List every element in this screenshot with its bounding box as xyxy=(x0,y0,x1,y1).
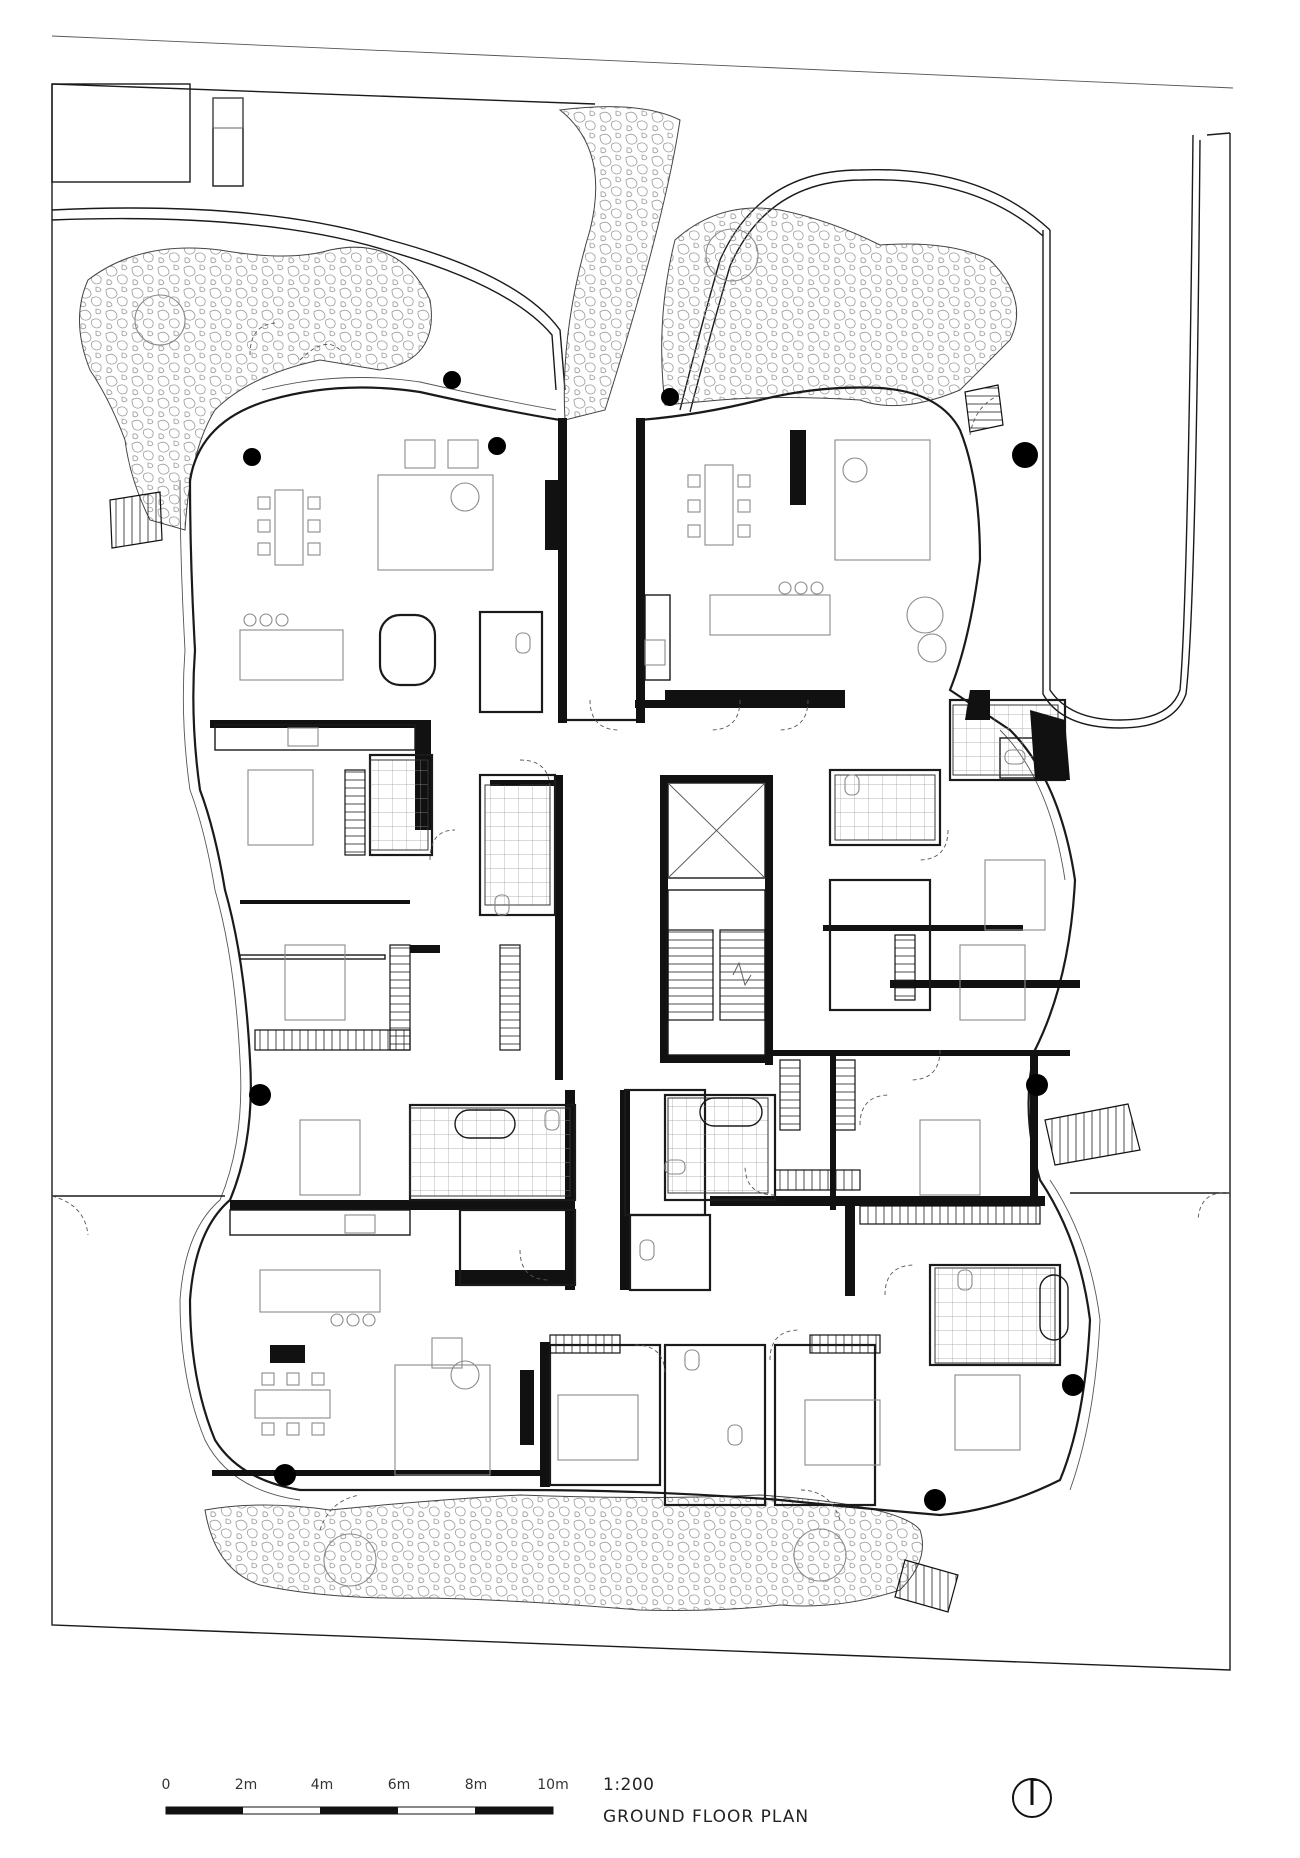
north-arrow-icon xyxy=(1012,1778,1052,1818)
door-swings xyxy=(249,322,1001,1531)
site-line xyxy=(51,1192,1231,1236)
island-stools xyxy=(243,581,824,1327)
lounge-furniture xyxy=(377,439,947,1476)
dining-tables xyxy=(254,464,751,1436)
scale-label-10m: 10m xyxy=(537,1777,568,1793)
lift-and-stair-core xyxy=(667,782,766,1056)
scale-label-4m: 4m xyxy=(311,1777,334,1793)
site-boundary xyxy=(51,35,1234,1671)
scale-label-8m: 8m xyxy=(465,1777,488,1793)
building-facade xyxy=(179,377,1101,1517)
outdoor-tables xyxy=(134,228,847,1587)
scale-label-0: 0 xyxy=(162,1777,171,1793)
scale-bar-segment xyxy=(475,1807,553,1814)
structural-columns xyxy=(243,371,1084,1511)
landscape-garden-areas xyxy=(79,106,1018,1611)
partitions xyxy=(239,610,1067,1507)
scale-label-6m: 6m xyxy=(388,1777,411,1793)
drawing-title: GROUND FLOOR PLAN xyxy=(603,1807,809,1827)
external-stairs xyxy=(109,384,1141,1613)
scale-bar: 0 2m 4m 6m 8m 10m xyxy=(162,1777,569,1815)
wardrobes xyxy=(254,769,1041,1354)
scale-label-2m: 2m xyxy=(235,1777,258,1793)
fireplaces xyxy=(270,430,1070,1445)
scale-bar-segment xyxy=(166,1807,243,1814)
bathtubs xyxy=(454,1097,1069,1341)
kitchens xyxy=(214,594,831,1313)
title-block: 1:200 GROUND FLOOR PLAN xyxy=(603,1775,809,1827)
driveway-path xyxy=(51,134,1201,729)
neighbour-structure xyxy=(51,83,244,187)
toilets xyxy=(494,632,1026,1446)
drawing-scale: 1:200 xyxy=(603,1775,655,1795)
beds xyxy=(247,769,1046,1466)
scale-bar-segment xyxy=(320,1807,398,1814)
